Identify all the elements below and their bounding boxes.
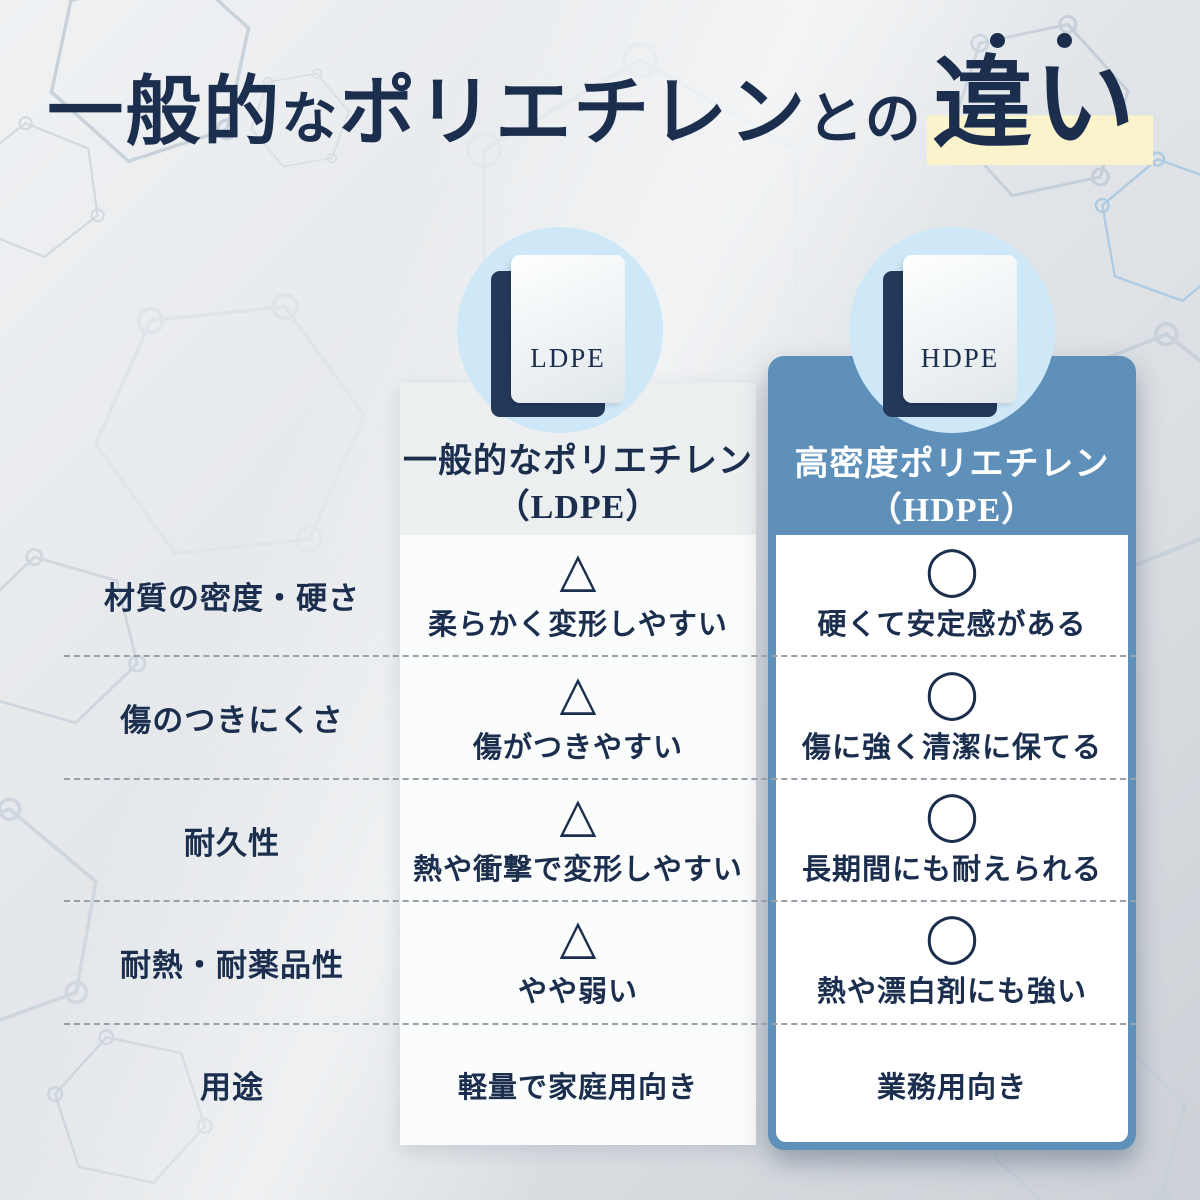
ldpe-cell: △ 傷がつきやすい: [400, 657, 756, 777]
hdpe-cell: ◯ 長期間にも耐えられる: [768, 780, 1136, 900]
rating-text-ldpe: 傷がつきやすい: [472, 731, 683, 764]
hdpe-header-line2: （HDPE）: [867, 492, 1037, 529]
ldpe-badge-circle: LDPE: [457, 227, 663, 433]
table-row: 材質の密度・硬さ △ 柔らかく変形しやすい ◯ 硬くて安定感がある: [64, 535, 1136, 658]
hdpe-panel: 高密度ポリエチレン （HDPE）: [768, 356, 1136, 1150]
rating-mark-hdpe: ◯: [925, 544, 979, 598]
page-title: 一般的 な ポリエチレン との 違い: [0, 33, 1200, 165]
hdpe-badge-label: HDPE: [920, 343, 1000, 373]
row-label: 用途: [200, 1070, 264, 1106]
ldpe-badge-label: LDPE: [530, 343, 606, 373]
table-row: 用途 軽量で家庭用向き 業務用向き: [64, 1025, 1136, 1145]
ldpe-column-header: 一般的なポリエチレン （LDPE）: [400, 439, 756, 531]
emphasis-dot-icon: [989, 33, 1005, 48]
row-label: 耐熱・耐薬品性: [120, 947, 344, 983]
cutting-board-front-icon: HDPE: [903, 255, 1017, 403]
title-emphasis-text: 違い: [926, 55, 1153, 165]
rating-text-ldpe: 柔らかく変形しやすい: [428, 609, 728, 642]
hdpe-column-header: 高密度ポリエチレン （HDPE）: [768, 442, 1136, 534]
ldpe-header-line1: 一般的なポリエチレン: [403, 443, 753, 480]
rating-mark-ldpe: △: [559, 666, 597, 720]
row-label: 傷のつきにくさ: [120, 703, 344, 739]
ldpe-panel-body: [400, 535, 756, 1145]
table-row: 傷のつきにくさ △ 傷がつきやすい ◯ 傷に強く清潔に保てる: [64, 657, 1136, 780]
title-emphasis: 違い: [926, 33, 1153, 165]
title-part-1: 一般的: [47, 71, 282, 155]
rating-text-hdpe: 硬くて安定感がある: [817, 609, 1087, 642]
row-label: 耐久性: [184, 825, 280, 861]
cutting-board-front-icon: LDPE: [511, 255, 625, 403]
hdpe-cell: ◯ 硬くて安定感がある: [768, 535, 1136, 655]
rating-mark-ldpe: △: [559, 789, 597, 843]
hdpe-panel-body: [776, 535, 1128, 1142]
ldpe-cell: △ 熱や衝撃で変形しやすい: [400, 780, 756, 900]
title-part-2: な: [281, 89, 340, 151]
rating-mark-hdpe: ◯: [925, 789, 979, 843]
column-gap: [756, 657, 768, 777]
rating-text-hdpe: 傷に強く清潔に保てる: [801, 731, 1102, 764]
rating-mark-hdpe: ◯: [925, 911, 979, 965]
title-part-3: ポリエチレン: [339, 71, 808, 155]
rating-text-hdpe: 業務用向き: [876, 1071, 1027, 1104]
hdpe-header-line1: 高密度ポリエチレン: [794, 446, 1110, 483]
rating-mark-ldpe: △: [559, 911, 597, 965]
rating-text-ldpe: 軽量で家庭用向き: [457, 1071, 698, 1104]
rating-mark-ldpe: △: [559, 544, 597, 598]
emphasis-dots: [989, 33, 1072, 48]
rating-text-hdpe: 長期間にも耐えられる: [801, 854, 1102, 887]
hdpe-cell: ◯ 傷に強く清潔に保てる: [768, 657, 1136, 777]
column-gap: [756, 1025, 768, 1145]
rating-mark-hdpe: ◯: [925, 666, 979, 720]
ldpe-cell: 軽量で家庭用向き: [400, 1025, 756, 1145]
ldpe-cell: △ やや弱い: [400, 902, 756, 1022]
hdpe-cell: ◯ 熱や漂白剤にも強い: [768, 902, 1136, 1022]
ldpe-panel: 一般的なポリエチレン （LDPE）: [400, 383, 756, 1145]
emphasis-dot-icon: [1056, 33, 1072, 48]
hdpe-badge-circle: HDPE: [849, 227, 1055, 433]
ldpe-cell: △ 柔らかく変形しやすい: [400, 535, 756, 655]
rating-text-hdpe: 熱や漂白剤にも強い: [816, 976, 1087, 1009]
column-gap: [756, 902, 768, 1022]
table-row: 耐熱・耐薬品性 △ やや弱い ◯ 熱や漂白剤にも強い: [64, 902, 1136, 1025]
rating-text-ldpe: 熱や衝撃で変形しやすい: [413, 854, 743, 887]
title-part-4: との: [807, 89, 923, 151]
rating-text-ldpe: やや弱い: [517, 976, 638, 1009]
ldpe-header-line2: （LDPE）: [495, 489, 661, 526]
table-row: 耐久性 △ 熱や衝撃で変形しやすい ◯ 長期間にも耐えられる: [64, 780, 1136, 903]
comparison-rows: 材質の密度・硬さ △ 柔らかく変形しやすい ◯ 硬くて安定感がある 傷のつきにく…: [64, 535, 1136, 1145]
column-gap: [756, 780, 768, 900]
hdpe-cell: 業務用向き: [768, 1025, 1136, 1145]
row-label: 材質の密度・硬さ: [104, 580, 360, 616]
column-gap: [756, 535, 768, 655]
